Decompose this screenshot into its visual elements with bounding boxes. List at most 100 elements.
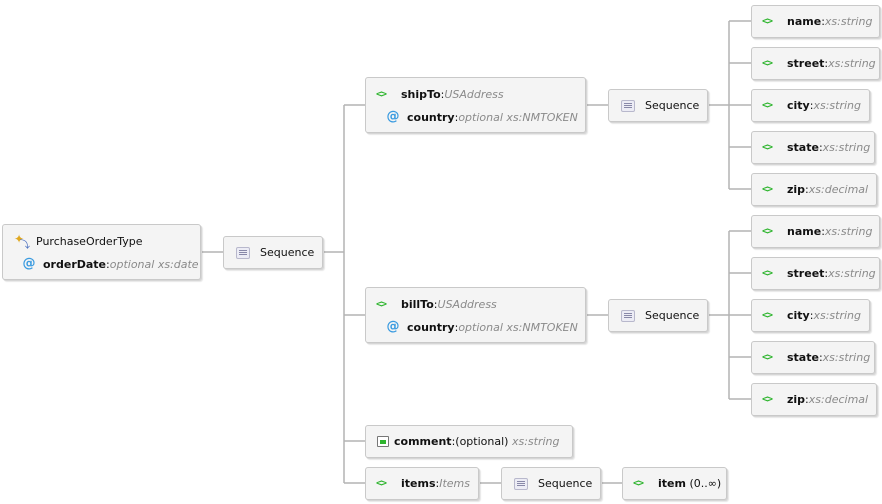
attribute-type: xs:NMTOKEN (506, 320, 578, 334)
element-node-items[interactable]: <> items : Items (365, 467, 479, 500)
sequence-label: Sequence (645, 309, 700, 322)
element-icon: <> (762, 142, 773, 153)
separator: : (818, 141, 823, 154)
sequence-label: Sequence (260, 246, 315, 259)
separator: : (821, 15, 825, 28)
element-name: zip (787, 183, 806, 196)
sequence-icon (514, 477, 528, 490)
element-node-name[interactable]: <> name : xs:string (751, 215, 880, 248)
sequence-label: Sequence (538, 477, 593, 490)
element-icon: <> (633, 478, 644, 489)
separator: : (824, 267, 829, 280)
separator: : (818, 351, 823, 364)
element-icon: <> (762, 16, 773, 27)
complex-type-icon (14, 232, 30, 251)
element-icon: <> (762, 394, 773, 405)
attribute-optional: optional (458, 110, 503, 124)
sequence-icon (621, 309, 635, 322)
element-type: xs:string (813, 309, 861, 322)
separator: : (805, 183, 809, 196)
separator: : (821, 225, 825, 238)
element-type: xs:string (824, 225, 873, 238)
element-node-state[interactable]: <> state : xs:string (751, 131, 875, 164)
element-type: xs:string (822, 351, 871, 364)
separator: : (440, 87, 445, 101)
element-type: USAddress (437, 297, 497, 311)
separator: : (809, 309, 814, 322)
element-name: zip (787, 393, 806, 406)
element-name: comment (394, 435, 452, 448)
complex-type-name: PurchaseOrderType (36, 234, 143, 248)
element-type: xs:string (828, 57, 876, 70)
sequence-label: Sequence (645, 99, 700, 112)
attribute-name: country (407, 110, 455, 124)
element-occurs: (0..∞) (689, 477, 722, 490)
element-icon: <> (762, 268, 773, 279)
element-name: shipTo (401, 87, 441, 101)
element-node-street[interactable]: <> street : xs:string (751, 47, 880, 80)
element-name: city (787, 99, 810, 112)
attribute-optional: optional (109, 257, 155, 271)
element-icon: <> (762, 310, 773, 321)
attribute-type: xs:NMTOKEN (506, 110, 578, 124)
separator: : (435, 477, 440, 490)
element-type: xs:string (511, 435, 560, 448)
sequence-icon (236, 246, 250, 259)
element-name: state (787, 351, 819, 364)
separator: : (454, 110, 459, 124)
element-type: xs:decimal (808, 183, 869, 196)
element-icon: <> (762, 226, 773, 237)
element-type: Items (439, 477, 470, 490)
element-node-state[interactable]: <> state : xs:string (751, 341, 875, 374)
complex-type-node[interactable]: PurchaseOrderType @ orderDate : optional… (2, 224, 201, 280)
element-name: name (787, 15, 822, 28)
separator: : (433, 297, 438, 311)
element-name: street (787, 57, 825, 70)
element-type: xs:string (822, 141, 871, 154)
element-node-name[interactable]: <> name : xs:string (751, 5, 880, 38)
separator: : (809, 99, 814, 112)
attribute-icon: @ (386, 109, 400, 124)
element-icon: <> (762, 58, 773, 69)
element-name: item (658, 477, 686, 490)
element-node-billto[interactable]: <> billTo : USAddress @ country : option… (365, 287, 586, 343)
element-occurs: (optional) (455, 435, 509, 448)
element-type: xs:decimal (808, 393, 869, 406)
sequence-node[interactable]: Sequence (608, 299, 708, 332)
sequence-node[interactable]: Sequence (223, 236, 323, 269)
element-name: street (787, 267, 825, 280)
element-node-zip[interactable]: <> zip : xs:decimal (751, 173, 877, 206)
attribute-type: xs:date (157, 257, 199, 271)
separator: : (805, 393, 809, 406)
element-name: city (787, 309, 810, 322)
attribute-icon: @ (22, 256, 36, 271)
element-node-city[interactable]: <> city : xs:string (751, 299, 870, 332)
separator: : (454, 320, 459, 334)
element-node-item[interactable]: <> item (0..∞) (622, 467, 727, 500)
separator: : (451, 435, 456, 448)
attribute-name: country (407, 320, 455, 334)
sequence-icon (621, 99, 635, 112)
sequence-node[interactable]: Sequence (501, 467, 601, 500)
element-icon: <> (376, 478, 387, 489)
sequence-node[interactable]: Sequence (608, 89, 708, 122)
element-node-street[interactable]: <> street : xs:string (751, 257, 880, 290)
element-node-shipto[interactable]: <> shipTo : USAddress @ country : option… (365, 77, 586, 133)
attribute-icon: @ (386, 319, 400, 334)
element-type: USAddress (444, 87, 504, 101)
element-node-comment[interactable]: comment : (optional) xs:string (365, 425, 573, 458)
attribute-optional: optional (458, 320, 503, 334)
element-name: name (787, 225, 822, 238)
element-name: billTo (401, 297, 434, 311)
element-icon: <> (762, 352, 773, 363)
element-node-zip[interactable]: <> zip : xs:decimal (751, 383, 877, 416)
element-name: state (787, 141, 819, 154)
element-node-city[interactable]: <> city : xs:string (751, 89, 870, 122)
element-type: xs:string (824, 15, 873, 28)
element-name: items (401, 477, 436, 490)
element-icon: <> (762, 184, 773, 195)
element-type: xs:string (813, 99, 861, 112)
element-icon: <> (762, 100, 773, 111)
comment-element-icon (377, 436, 389, 447)
